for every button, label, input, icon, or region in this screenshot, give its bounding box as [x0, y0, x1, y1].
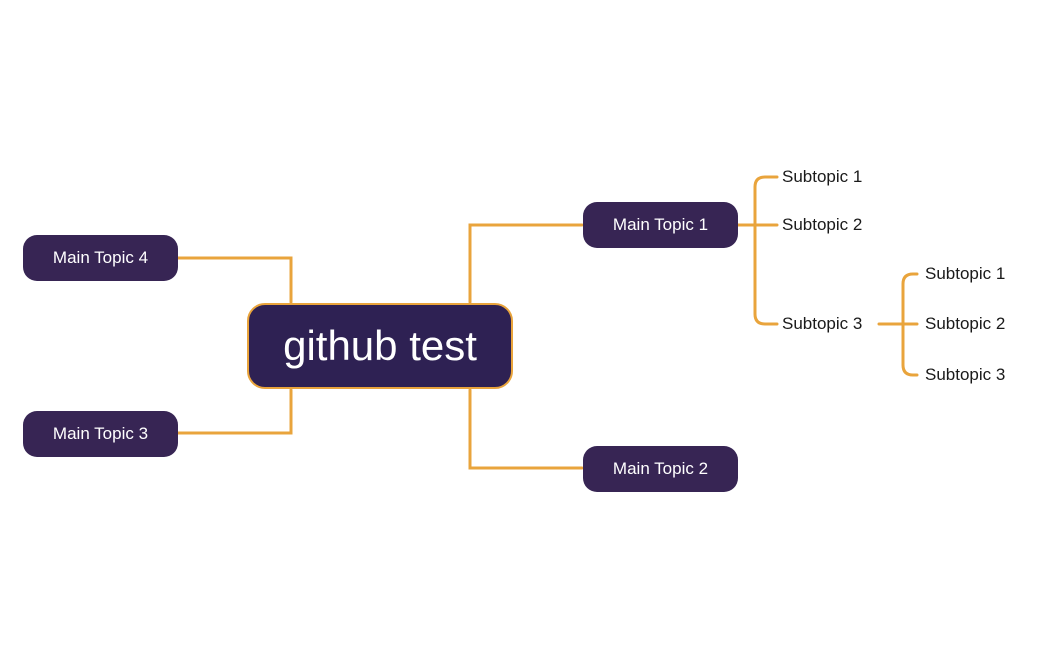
sub-subtopic-3-node[interactable]: Subtopic 3: [925, 365, 1006, 384]
root-node[interactable]: github test: [247, 303, 513, 389]
main-topic-2-node[interactable]: Main Topic 2: [583, 446, 738, 492]
subtopic-1-node[interactable]: Subtopic 1: [782, 167, 863, 186]
connector-root-to-main-topic-2: [468, 388, 584, 470]
connector-subtopic-trunk-level-1: [753, 175, 779, 326]
sub-subtopic-1-node[interactable]: Subtopic 1: [925, 264, 1006, 283]
main-topic-3-label: Main Topic 3: [52, 424, 149, 443]
main-topic-1-label: Main Topic 1: [612, 215, 709, 234]
subtopic-2-node[interactable]: Subtopic 2: [782, 215, 863, 234]
connector-root-to-main-topic-4: [176, 256, 293, 304]
main-topic-4-node[interactable]: Main Topic 4: [23, 235, 178, 281]
connector-subtopic-trunk-level-2: [901, 272, 919, 377]
connector-root-to-main-topic-1: [468, 223, 584, 304]
main-topic-4-label: Main Topic 4: [52, 248, 149, 267]
main-topic-2-label: Main Topic 2: [612, 459, 709, 478]
main-topic-1-node[interactable]: Main Topic 1: [583, 202, 738, 248]
subtopic-3-node[interactable]: Subtopic 3: [782, 314, 863, 333]
main-topic-3-node[interactable]: Main Topic 3: [23, 411, 178, 457]
root-node-label: github test: [283, 322, 477, 369]
sub-subtopic-2-node[interactable]: Subtopic 2: [925, 314, 1006, 333]
connector-root-to-main-topic-3: [176, 388, 293, 435]
